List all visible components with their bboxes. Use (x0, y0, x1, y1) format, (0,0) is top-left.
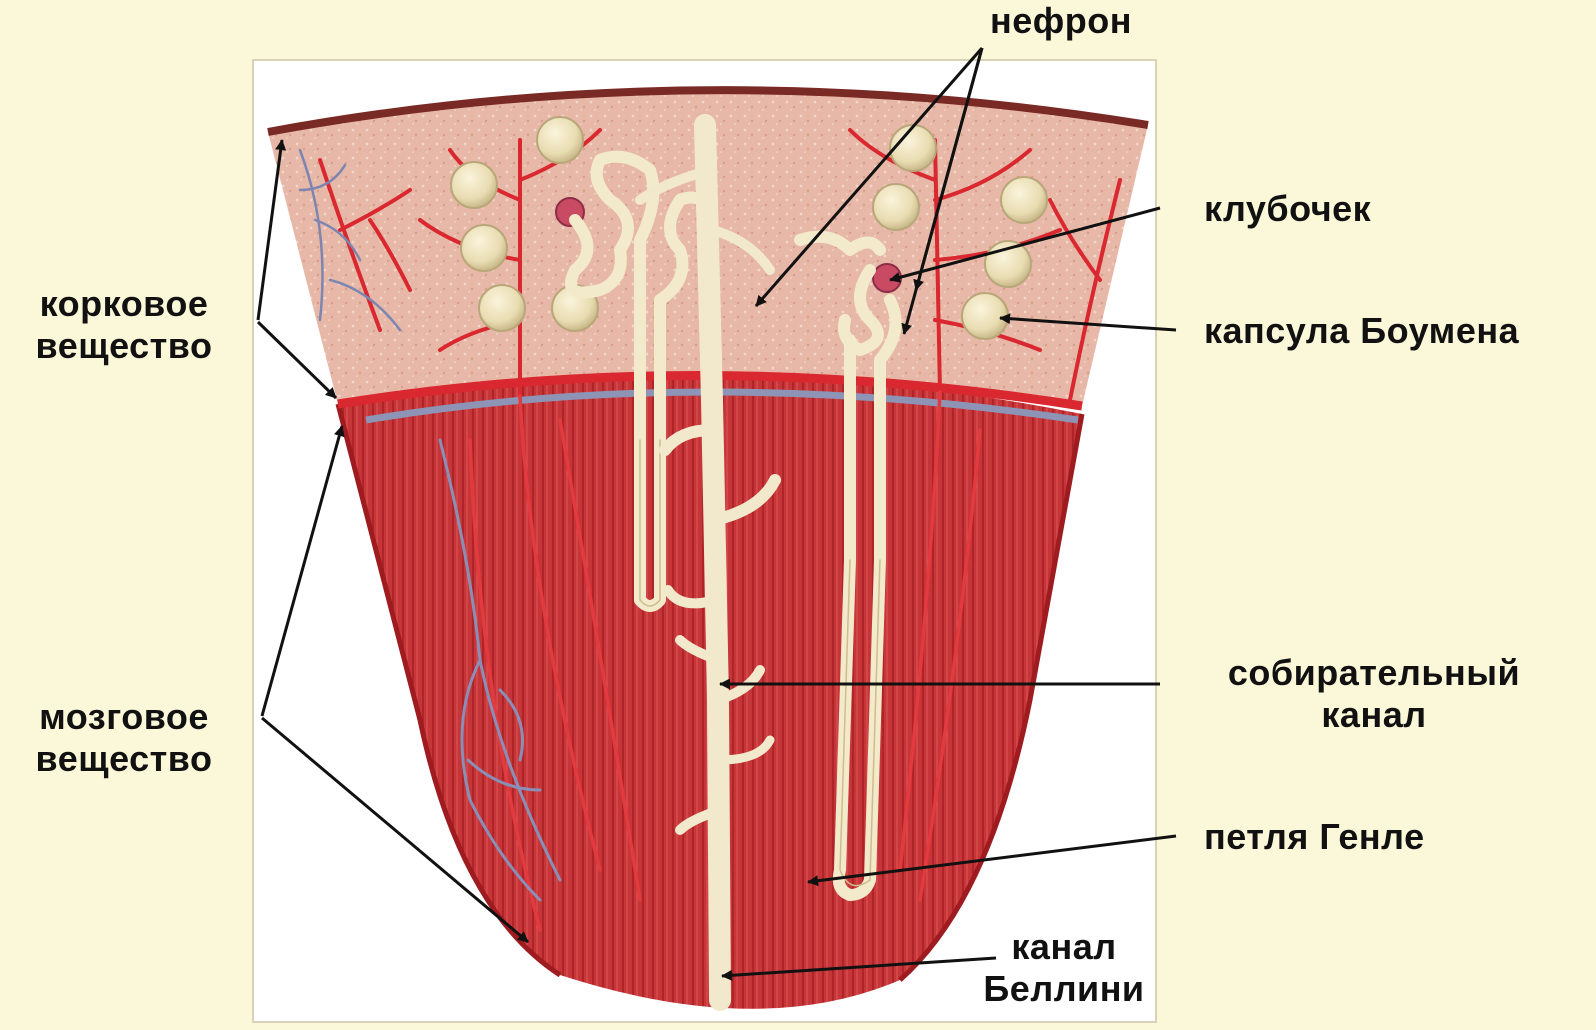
medulla-label: мозговое вещество (14, 696, 234, 780)
bowman-capsule-label: капсула Боумена (1204, 310, 1519, 352)
collecting-duct-label: собирательный канал (1196, 652, 1552, 736)
nephron-label: нефрон (990, 0, 1132, 42)
cortex-label: корковое вещество (14, 283, 234, 367)
bellini-duct-label: канал Беллини (966, 926, 1162, 1010)
glomerulus-label: клубочек (1204, 188, 1371, 230)
henle-loop-label: петля Генле (1204, 816, 1425, 858)
